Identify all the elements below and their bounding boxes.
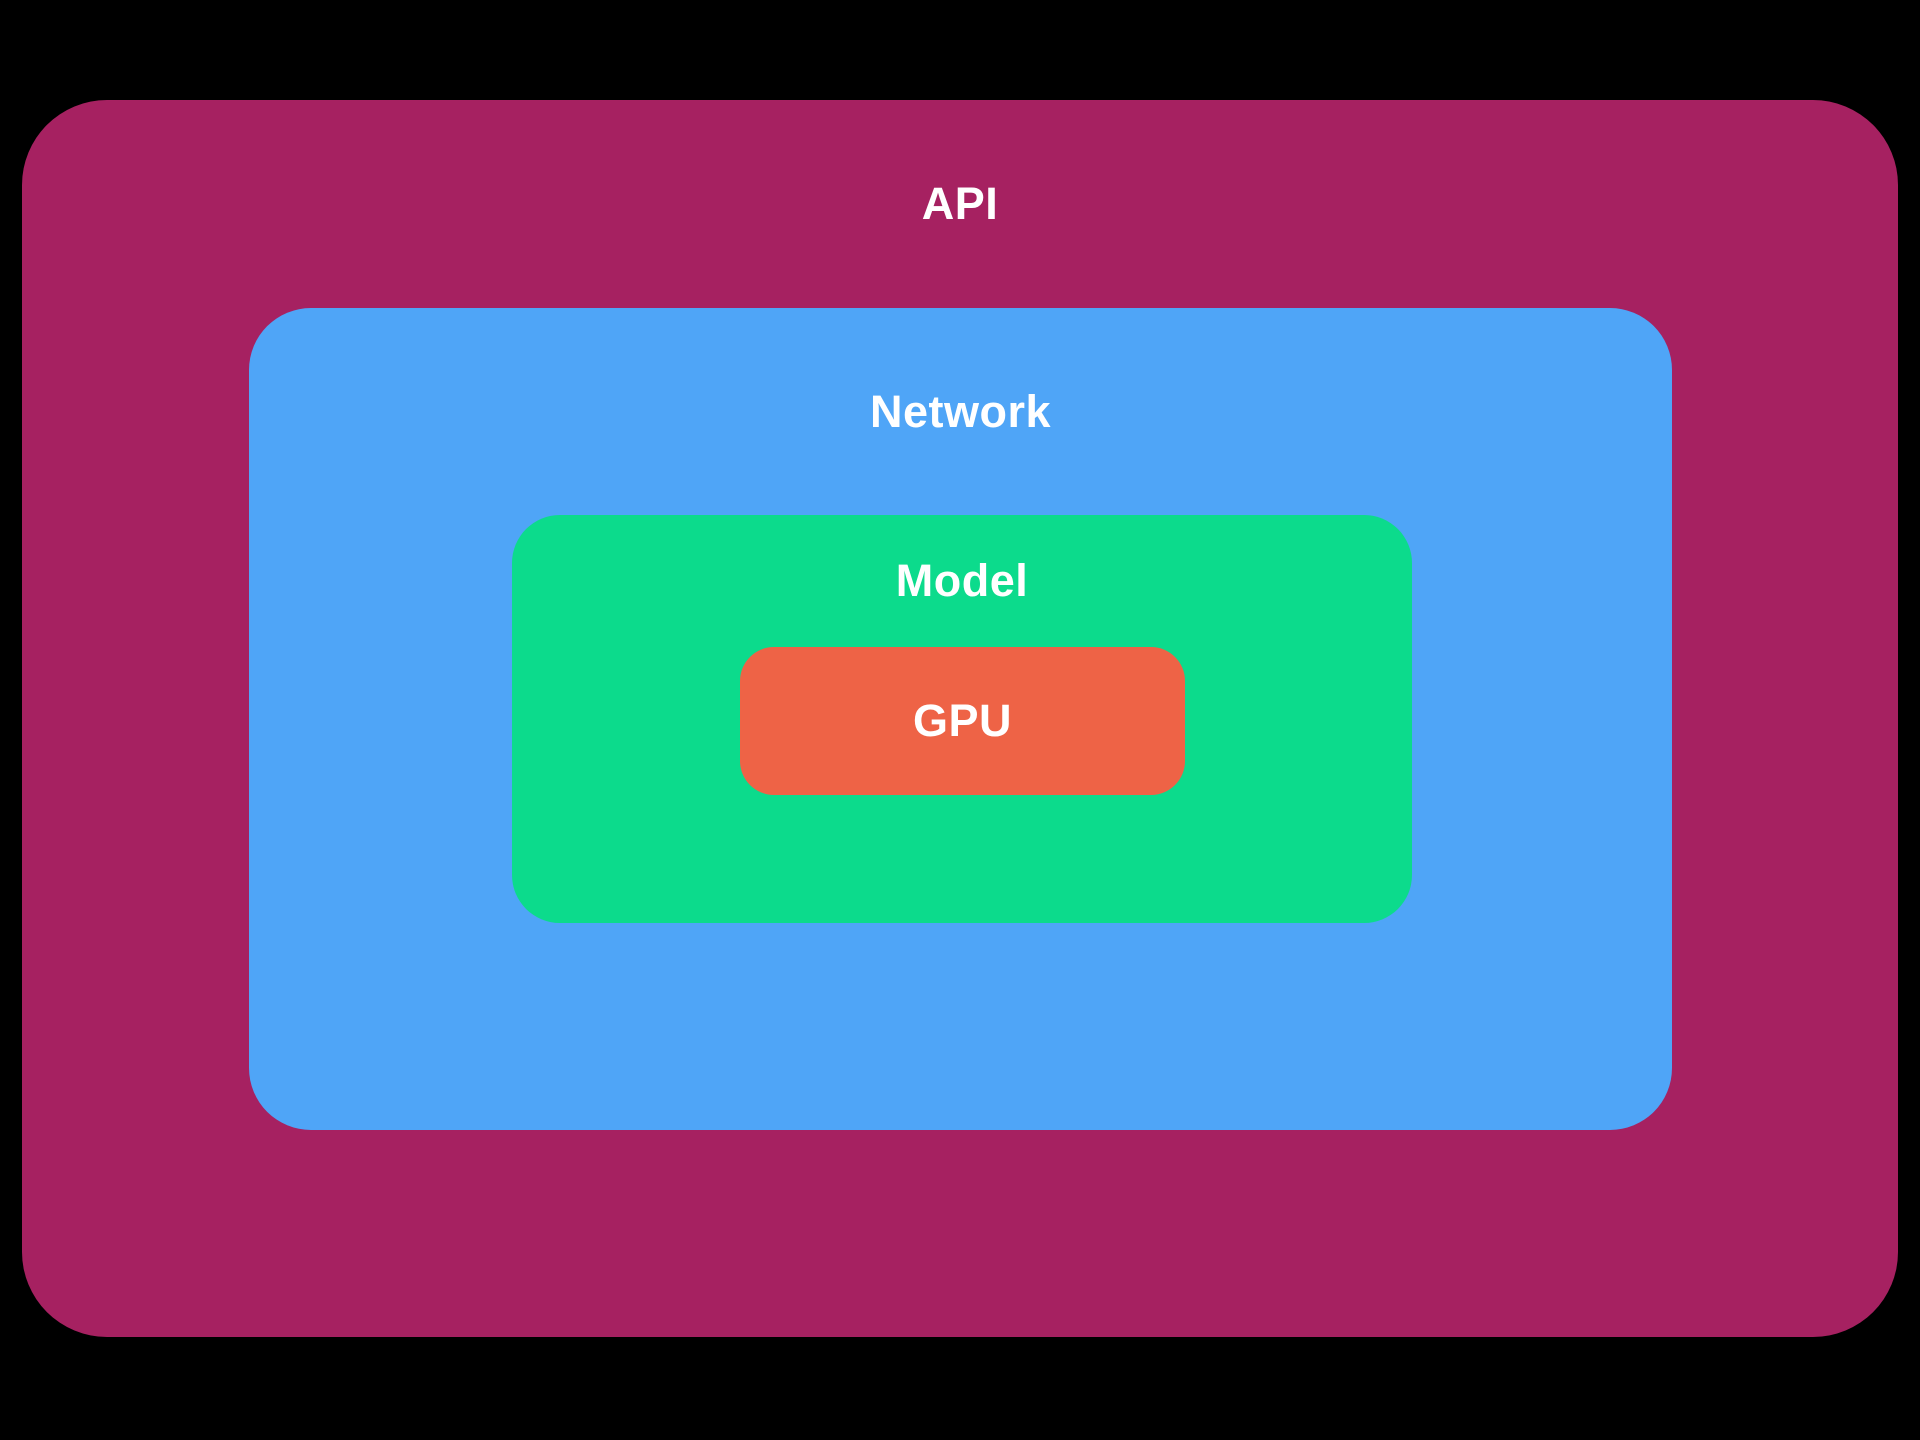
api-layer-box: API Network Model GPU [22, 100, 1898, 1337]
model-layer-box: Model GPU [512, 515, 1412, 923]
api-label: API [921, 178, 999, 229]
gpu-layer-box: GPU [740, 647, 1185, 795]
network-layer-box: Network Model GPU [249, 308, 1672, 1130]
model-label: Model [895, 555, 1029, 606]
gpu-label: GPU [912, 695, 1012, 746]
network-label: Network [869, 385, 1052, 437]
